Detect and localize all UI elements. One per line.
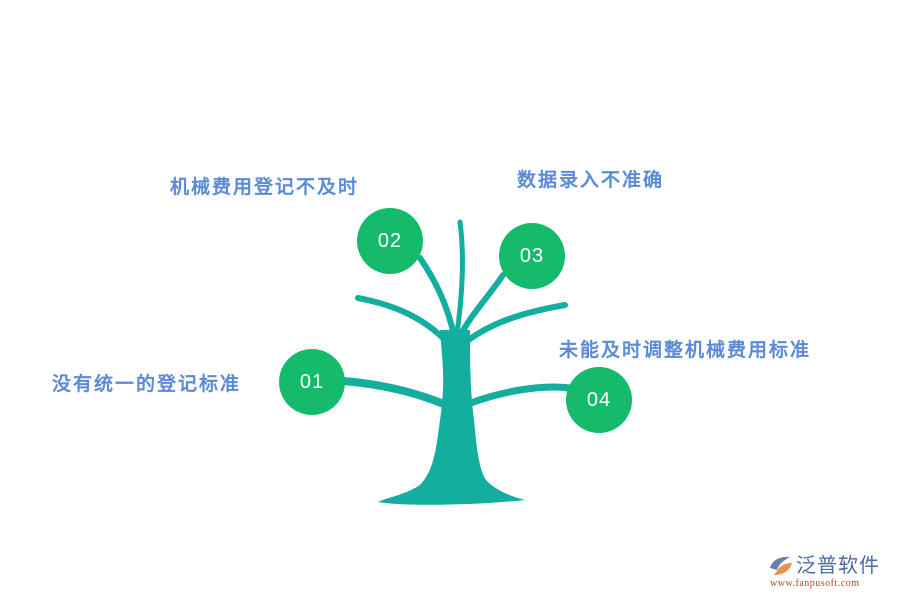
node-02-circle: 02: [357, 208, 423, 274]
node-01-circle: 01: [279, 349, 345, 415]
node-04-circle: 04: [566, 367, 632, 433]
node-02-label: 机械费用登记不及时: [170, 176, 360, 198]
brand-logo: 泛普软件 www.fanpusoft.com: [768, 552, 898, 596]
node-04-label: 未能及时调整机械费用标准: [559, 339, 812, 361]
logo-mark-icon: [770, 556, 792, 575]
node-01-label: 没有统一的登记标准: [52, 373, 242, 395]
node-03-number: 03: [519, 244, 545, 267]
logo-name: 泛普软件: [796, 553, 880, 577]
logo-url: www.fanpusoft.com: [770, 578, 860, 589]
node-02-number: 02: [377, 229, 403, 252]
node-01-number: 01: [299, 370, 325, 393]
node-04-number: 04: [586, 388, 612, 411]
node-03-circle: 03: [499, 223, 565, 289]
node-03-label: 数据录入不准确: [517, 169, 665, 191]
